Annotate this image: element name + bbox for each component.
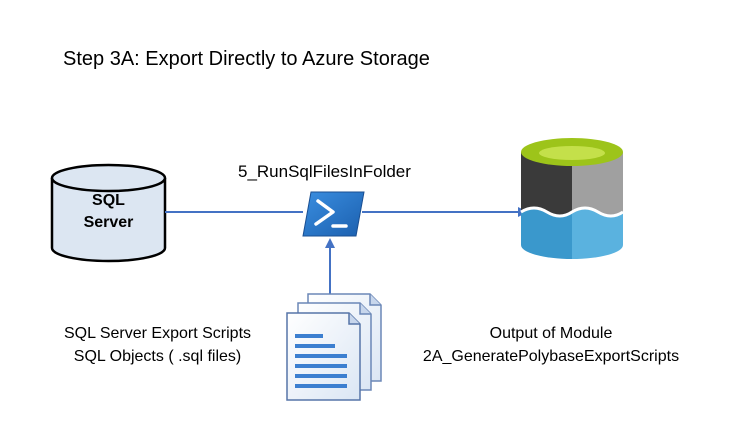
scripts-label-line1: SQL Server Export Scripts [63, 325, 252, 342]
scripts-label-line2: SQL Objects ( .sql files) [73, 348, 242, 365]
sql-server-label: SQL Server [52, 190, 165, 234]
diagram-title: Step 3A: Export Directly to Azure Storag… [63, 48, 430, 70]
documents-stack-icon [286, 293, 382, 401]
output-label-line1: Output of Module [489, 325, 613, 342]
sql-server-label-line2: Server [83, 214, 134, 231]
output-label: Output of Module 2A_GeneratePolybaseExpo… [386, 322, 716, 368]
sql-server-label-line1: SQL [92, 192, 125, 209]
powershell-icon [302, 191, 365, 237]
process-label: 5_RunSqlFilesInFolder [238, 162, 411, 181]
output-label-line2: 2A_GeneratePolybaseExportScripts [422, 348, 680, 365]
sql-server-cylinder-icon [50, 163, 167, 263]
scripts-label: SQL Server Export Scripts SQL Objects ( … [30, 322, 285, 368]
azure-storage-icon [520, 138, 624, 259]
